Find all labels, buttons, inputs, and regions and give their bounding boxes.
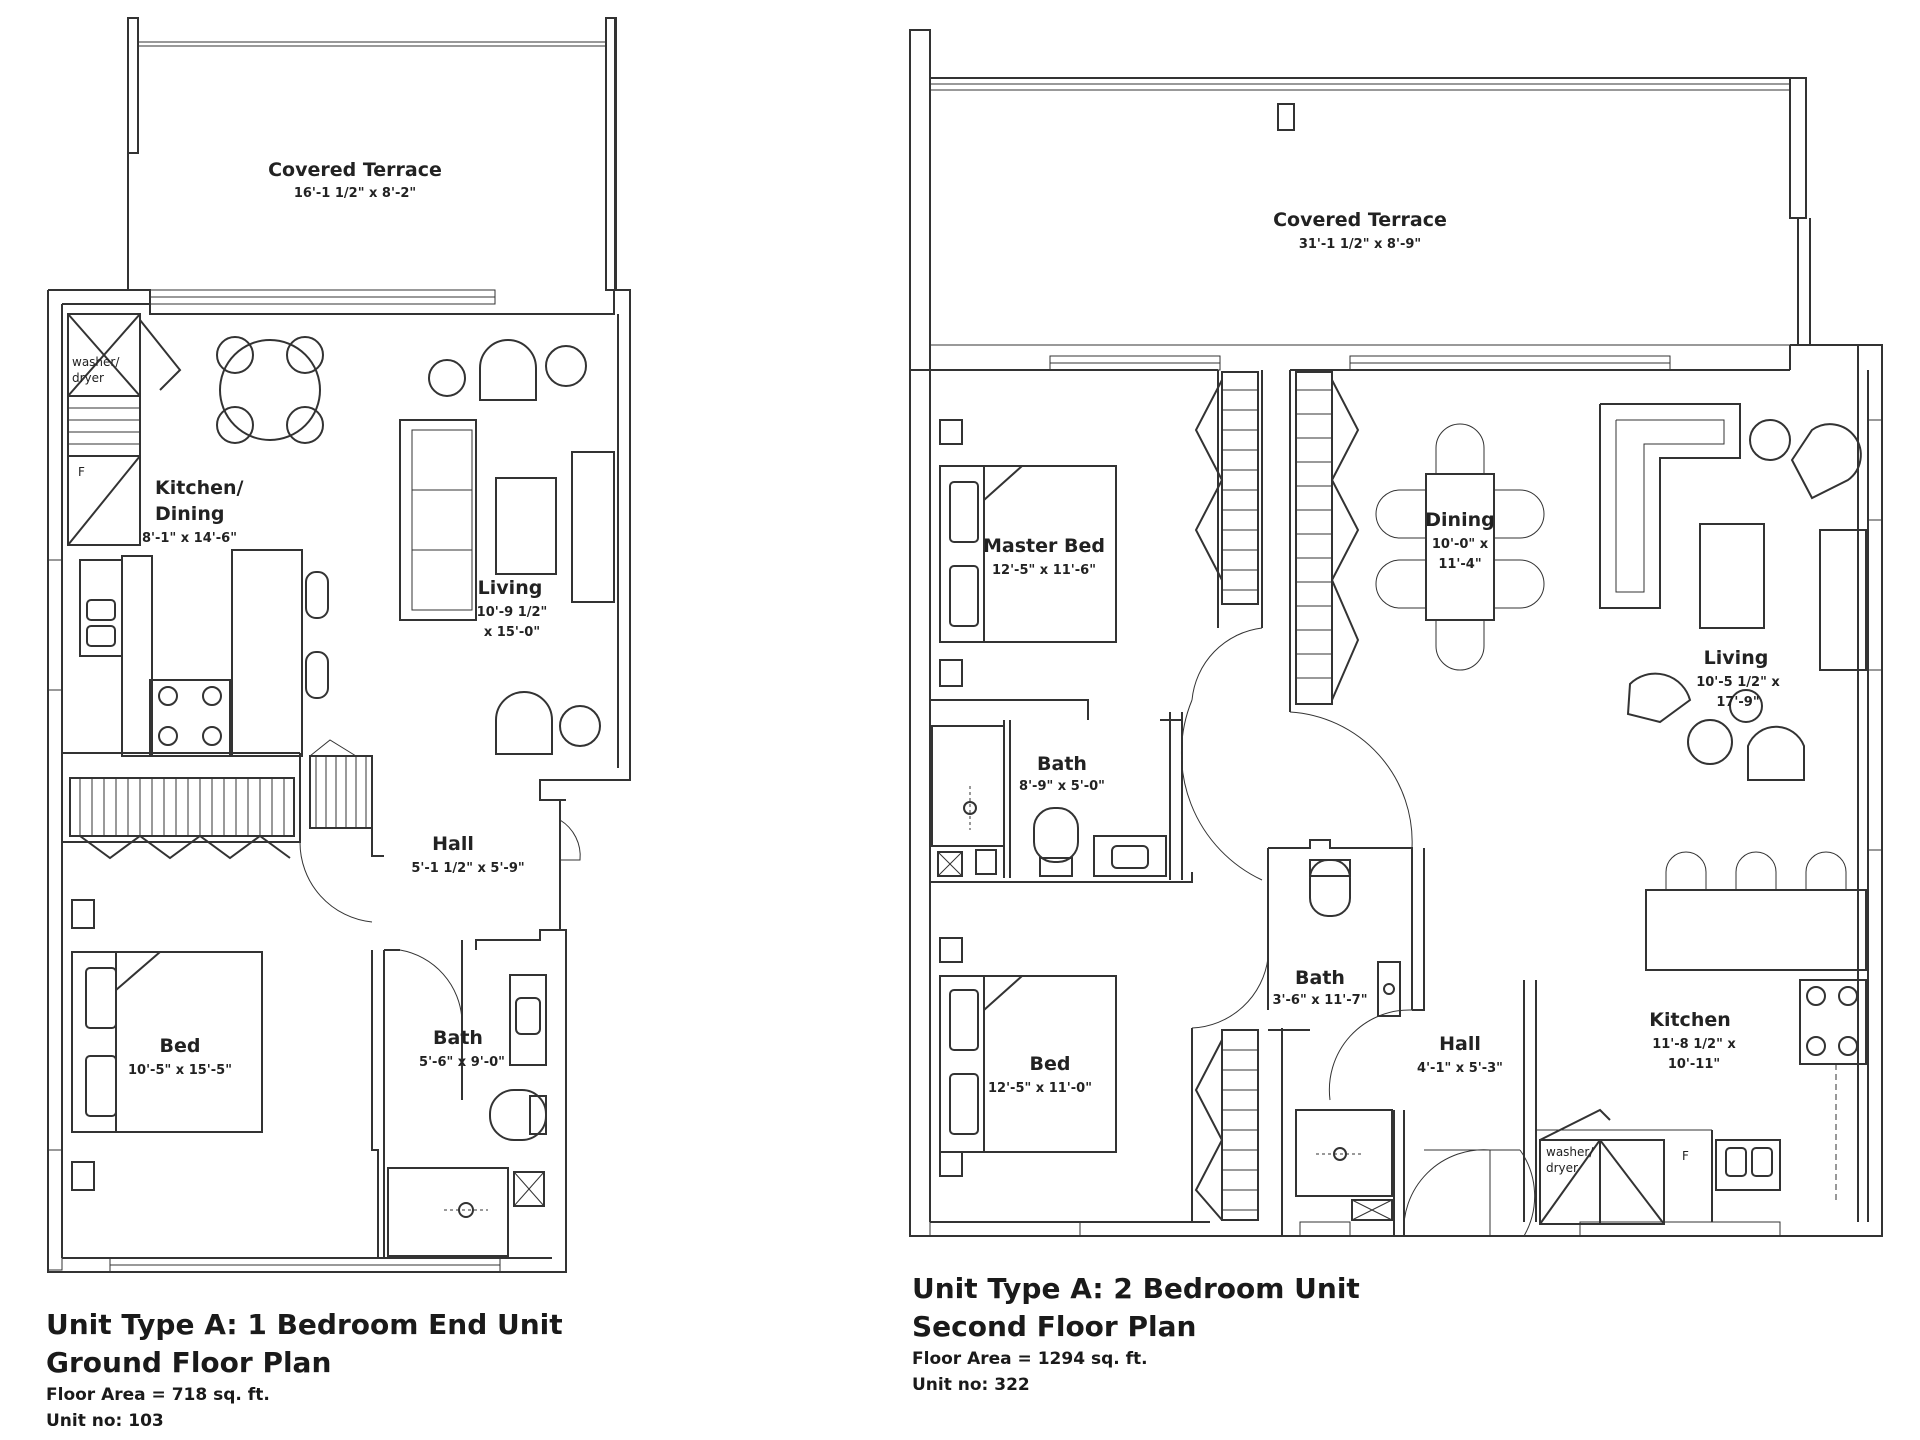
plan-b-terrace-outline — [909, 29, 1811, 371]
plan-b-living-dims-2: 17'-9" — [1716, 695, 1759, 710]
plan-a-bed-dims: 10'-5" x 15'-5" — [128, 1063, 232, 1078]
plan-a-living-furniture — [399, 339, 615, 755]
plan-a-bath-name: Bath — [433, 1027, 483, 1049]
plan-a-exterior-walls — [47, 289, 631, 1273]
plan-a-kitchen-walls — [62, 313, 329, 757]
plan-b-bath1-fixtures — [931, 720, 1167, 878]
plan-b-dining-name: Dining — [1425, 509, 1494, 531]
plan-a-kitchen-name-2: Dining — [155, 503, 224, 525]
plan-b-bed-name: Bed — [1030, 1053, 1071, 1075]
plan-a-washer-label-2: dryer — [72, 371, 104, 385]
plan-b-bath1-dims: 8'-9" x 5'-0" — [1019, 779, 1105, 794]
plan-a-living-dims-1: 10'-9 1/2" — [477, 605, 548, 620]
plan-b-master-bed-furniture — [939, 419, 1117, 687]
plan-b-terrace-dims: 31'-1 1/2" x 8'-9" — [1299, 237, 1421, 252]
plan-b-living-dims-1: 10'-5 1/2" x — [1696, 675, 1780, 690]
plan-a-washer-label-1: washer/ — [72, 355, 120, 369]
plan-a-title: Unit Type A: 1 Bedroom End Unit — [46, 1308, 563, 1341]
plan-b-caption: Unit Type A: 2 Bedroom Unit Second Floor… — [912, 1270, 1360, 1398]
plan-b-dining-dims-2: 11'-4" — [1438, 557, 1481, 572]
plan-b-exterior-walls — [909, 344, 1883, 1237]
plan-a-hall-name: Hall — [432, 833, 474, 855]
plan-b-labels: Covered Terrace 31'-1 1/2" x 8'-9" Maste… — [983, 209, 1780, 1175]
plan-b-bed2-furniture — [939, 937, 1117, 1177]
plan-a-closet-hall — [62, 739, 581, 923]
plan-a-caption: Unit Type A: 1 Bedroom End Unit Ground F… — [46, 1306, 563, 1434]
plan-b-hall-dims: 4'-1" x 5'-3" — [1417, 1061, 1503, 1076]
plan-a-living-dims-2: x 15'-0" — [484, 625, 540, 640]
plan-b-kitchen-dims-1: 11'-8 1/2" x — [1652, 1037, 1736, 1052]
plan-a-unit-no: Unit no: 103 — [46, 1411, 164, 1431]
plan-a-terrace-outline — [127, 17, 617, 291]
plan-b-fridge-label: F — [1682, 1149, 1689, 1163]
plan-b-washer-label-2: dryer — [1546, 1161, 1578, 1175]
plan-a-kitchen-dims: 8'-1" x 14'-6" — [142, 531, 237, 546]
plan-b-floor-area: Floor Area = 1294 sq. ft. — [912, 1349, 1148, 1369]
plan-b-dining-furniture — [1375, 423, 1545, 671]
plan-a-bath-fixtures — [371, 929, 566, 1258]
plan-b-hall-name: Hall — [1439, 1033, 1481, 1055]
plan-a-subtitle: Ground Floor Plan — [46, 1346, 332, 1379]
plan-a-bed-furniture — [71, 899, 263, 1191]
plan-b-subtitle: Second Floor Plan — [912, 1310, 1197, 1343]
plan-a-terrace-dims: 16'-1 1/2" x 8'-2" — [294, 186, 416, 201]
plan-b-terrace-name: Covered Terrace — [1273, 209, 1447, 231]
plan-b-master-name: Master Bed — [983, 535, 1105, 557]
plan-b-interior-walls — [930, 370, 1713, 1236]
plan-b-bath2-fixtures — [1295, 859, 1401, 1221]
plan-b-washer-label-1: washer/ — [1546, 1145, 1594, 1159]
plan-b-bath1-name: Bath — [1037, 753, 1087, 775]
plan-a-floor-area: Floor Area = 718 sq. ft. — [46, 1385, 270, 1405]
plan-b-dining-dims-1: 10'-0" x — [1432, 537, 1489, 552]
plan-b-living-furniture — [1599, 403, 1867, 781]
plan-a-bed-name: Bed — [160, 1035, 201, 1057]
plan-b-living-name: Living — [1704, 647, 1769, 669]
plan-b-closets — [1181, 371, 1536, 1237]
plan-b-unit-no: Unit no: 322 — [912, 1375, 1030, 1395]
plan-a-living-name: Living — [478, 577, 543, 599]
plan-b-kitchen-dims-2: 10'-11" — [1668, 1057, 1720, 1072]
plan-b-bed-dims: 12'-5" x 11'-0" — [988, 1081, 1092, 1096]
plan-a-labels: Covered Terrace 16'-1 1/2" x 8'-2" Kitch… — [72, 159, 547, 1078]
plan-a-bath-dims: 5'-6" x 9'-0" — [419, 1055, 505, 1070]
plan-a-kitchen-name-1: Kitchen/ — [155, 477, 244, 499]
plan-a — [47, 17, 631, 1273]
plan-a-terrace-name: Covered Terrace — [268, 159, 442, 181]
plan-a-fridge-label: F — [78, 465, 85, 479]
plan-b-title: Unit Type A: 2 Bedroom Unit — [912, 1272, 1360, 1305]
plan-b-bath2-name: Bath — [1295, 967, 1345, 989]
plan-b-bath2-dims: 3'-6" x 11'-7" — [1273, 993, 1368, 1008]
plan-b-kitchen-name: Kitchen — [1649, 1009, 1731, 1031]
plan-b — [909, 29, 1883, 1237]
plan-b-kitchen-furniture — [1539, 851, 1867, 1225]
plan-b-master-dims: 12'-5" x 11'-6" — [992, 563, 1096, 578]
plan-a-hall-dims: 5'-1 1/2" x 5'-9" — [411, 861, 524, 876]
